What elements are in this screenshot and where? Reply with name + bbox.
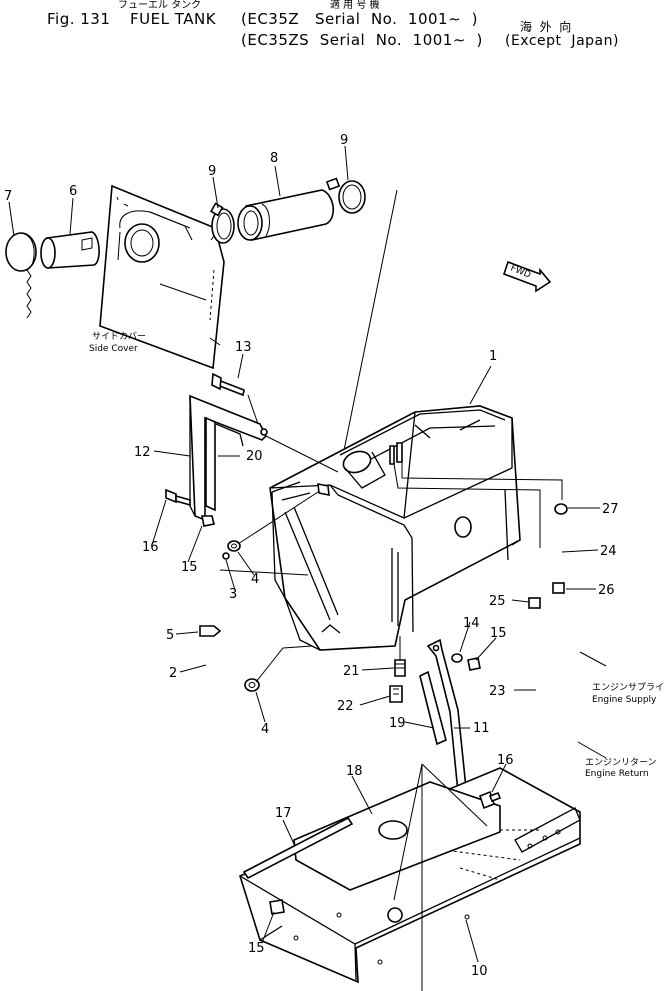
floor-mat-18 bbox=[293, 781, 501, 891]
callout-27: 27 bbox=[602, 502, 619, 517]
engine-return-label: Engine Return bbox=[585, 769, 649, 779]
hose-clamp-left bbox=[209, 202, 235, 244]
filler-hose bbox=[237, 189, 334, 241]
model-serial-text-2: EC35ZS Serial No. 1001∼ bbox=[247, 31, 466, 49]
callout-16b: 16 bbox=[497, 753, 514, 768]
fuel-supply-pipe bbox=[556, 516, 582, 652]
engine-return-label-jp: エンジンリターン bbox=[585, 757, 657, 768]
callout-5: 5 bbox=[166, 628, 174, 643]
callout-leaders bbox=[8, 145, 600, 963]
fuel-tank bbox=[269, 405, 521, 651]
nut-15-lower bbox=[269, 899, 285, 915]
pipe-clamp-26 bbox=[552, 582, 565, 594]
engine-supply-label: Engine Supply bbox=[592, 695, 657, 705]
region-japanese: 海 外 向 bbox=[520, 20, 572, 34]
callout-9a: 9 bbox=[208, 164, 216, 179]
callout-26: 26 bbox=[598, 583, 615, 598]
title-japanese: フューエル タンク bbox=[118, 0, 202, 11]
callout-25: 25 bbox=[489, 594, 506, 609]
region-label: (Except Japan) bbox=[505, 33, 619, 49]
callout-9b: 9 bbox=[340, 133, 348, 148]
seal-strip-17 bbox=[242, 816, 354, 880]
bolt-16-right bbox=[479, 790, 502, 810]
callout-21: 21 bbox=[343, 664, 360, 679]
side-cover-label: Side Cover bbox=[89, 344, 138, 354]
callout-15b: 15 bbox=[490, 626, 507, 641]
bolt-13 bbox=[211, 372, 245, 397]
model-serial-line-1: (EC35Z Serial No. 1001∼ ) bbox=[241, 10, 479, 28]
washer-14 bbox=[451, 653, 463, 663]
callout-20: 20 bbox=[246, 449, 263, 464]
hose-clamp-right bbox=[325, 177, 366, 214]
callout-15c: 15 bbox=[248, 941, 265, 956]
callout-1: 1 bbox=[489, 349, 497, 364]
callout-17: 17 bbox=[275, 806, 292, 821]
grommet-4-upper bbox=[227, 540, 241, 552]
fuel-cap bbox=[5, 232, 37, 319]
figure-title: FUEL TANK bbox=[130, 10, 217, 28]
callout-6: 6 bbox=[69, 184, 77, 199]
strap-19 bbox=[419, 670, 447, 746]
applicable-japanese: 適 用 号 機 bbox=[330, 0, 380, 11]
callout-15a: 15 bbox=[181, 560, 198, 575]
model-serial-text-1: EC35Z Serial No. 1001∼ bbox=[247, 10, 462, 28]
nut-15-mid bbox=[467, 657, 481, 671]
callout-numbers: 1 2 3 4 4 5 6 7 8 9 9 10 11 12 13 14 15 … bbox=[4, 133, 619, 979]
bolt-16-left bbox=[165, 488, 191, 507]
callout-19: 19 bbox=[389, 716, 406, 731]
drain-valve bbox=[394, 659, 406, 677]
fuel-return-pipe bbox=[532, 556, 579, 742]
callout-8: 8 bbox=[270, 151, 278, 166]
pipe-cap-27 bbox=[554, 503, 568, 515]
callout-3: 3 bbox=[229, 587, 237, 602]
callout-23: 23 bbox=[489, 684, 506, 699]
side-cover-label-jp: サイドカバー bbox=[92, 331, 146, 342]
callout-16a: 16 bbox=[142, 540, 159, 555]
callout-7: 7 bbox=[4, 189, 12, 204]
callout-2: 2 bbox=[169, 666, 177, 681]
callout-12: 12 bbox=[134, 445, 151, 460]
engine-supply-label-jp: エンジンサプライ bbox=[592, 682, 664, 693]
callout-11: 11 bbox=[473, 721, 490, 736]
grommet-4-lower bbox=[244, 678, 260, 692]
forward-arrow: FWD bbox=[502, 260, 552, 293]
callout-14: 14 bbox=[463, 616, 480, 631]
drain-plug bbox=[389, 685, 403, 703]
tank-bracket bbox=[189, 394, 268, 522]
callout-24: 24 bbox=[600, 544, 617, 559]
callout-22: 22 bbox=[337, 699, 354, 714]
filler-ring bbox=[124, 223, 160, 263]
breather-hose bbox=[203, 561, 249, 685]
model-serial-line-2: (EC35ZS Serial No. 1001∼ ) bbox=[241, 31, 483, 49]
nut-15-upper bbox=[201, 515, 215, 527]
fuel-strainer bbox=[40, 231, 100, 269]
callout-18: 18 bbox=[346, 764, 363, 779]
pipe-clamp-25 bbox=[528, 597, 541, 609]
callout-13: 13 bbox=[235, 340, 252, 355]
hose-clip-5 bbox=[199, 625, 222, 637]
figure-number: Fig. 131 bbox=[47, 10, 111, 28]
callout-4a: 4 bbox=[251, 572, 259, 587]
clip-3 bbox=[222, 552, 230, 560]
callout-4b: 4 bbox=[261, 722, 269, 737]
callout-10: 10 bbox=[471, 964, 488, 979]
